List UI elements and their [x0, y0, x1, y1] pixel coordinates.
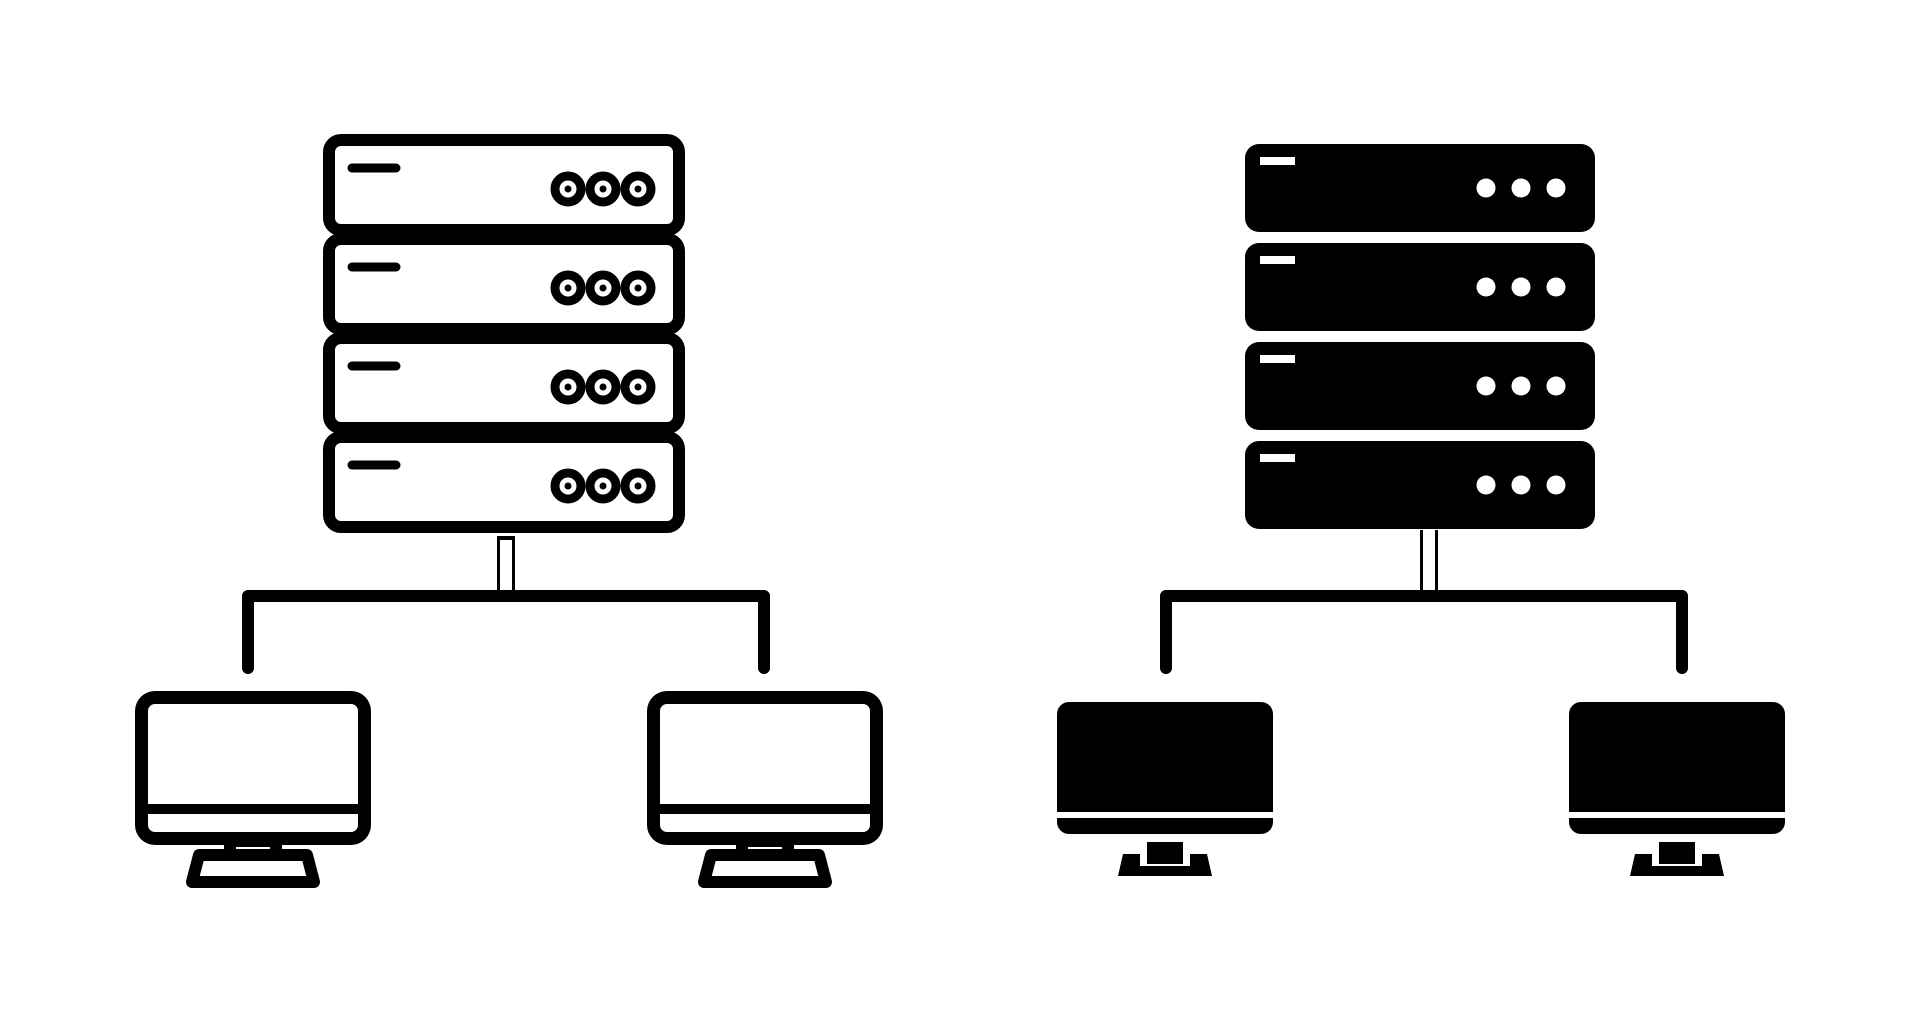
- status-light-icon: [1546, 376, 1566, 396]
- status-light-icon: [1546, 475, 1566, 495]
- drive-slot-icon: [1260, 355, 1295, 363]
- status-light-icon: [1476, 277, 1496, 297]
- network-connector-solid: [1160, 530, 1688, 674]
- drive-slot-icon: [1260, 454, 1295, 462]
- server-unit: [323, 431, 685, 533]
- drive-slot-icon: [1260, 256, 1295, 264]
- server-unit: [1245, 144, 1595, 232]
- drive-slot-icon: [1260, 157, 1295, 165]
- server-rack-solid-icon: [1245, 144, 1595, 529]
- desktop-monitor-outline-icon: [647, 691, 883, 888]
- server-unit: [323, 233, 685, 335]
- network-connector-outline: [242, 536, 770, 674]
- status-light-icon: [1546, 178, 1566, 198]
- status-light-icon: [1546, 277, 1566, 297]
- status-light-icon: [1511, 376, 1531, 396]
- outline-network-group: [135, 134, 883, 888]
- status-light-icon: [1476, 178, 1496, 198]
- server-unit: [323, 332, 685, 434]
- server-unit: [1245, 342, 1595, 430]
- status-light-icon: [1511, 178, 1531, 198]
- server-unit: [323, 134, 685, 236]
- status-light-icon: [1476, 376, 1496, 396]
- desktop-monitor-outline-icon: [135, 691, 371, 888]
- server-unit: [1245, 441, 1595, 529]
- desktop-monitor-solid-icon: [1055, 702, 1275, 876]
- status-light-icon: [1476, 475, 1496, 495]
- status-light-icon: [1511, 475, 1531, 495]
- desktop-monitor-solid-icon: [1567, 702, 1787, 876]
- server-unit: [1245, 243, 1595, 331]
- status-light-icon: [1511, 277, 1531, 297]
- server-rack-outline-icon: [323, 134, 685, 533]
- solid-network-group: [1055, 144, 1787, 876]
